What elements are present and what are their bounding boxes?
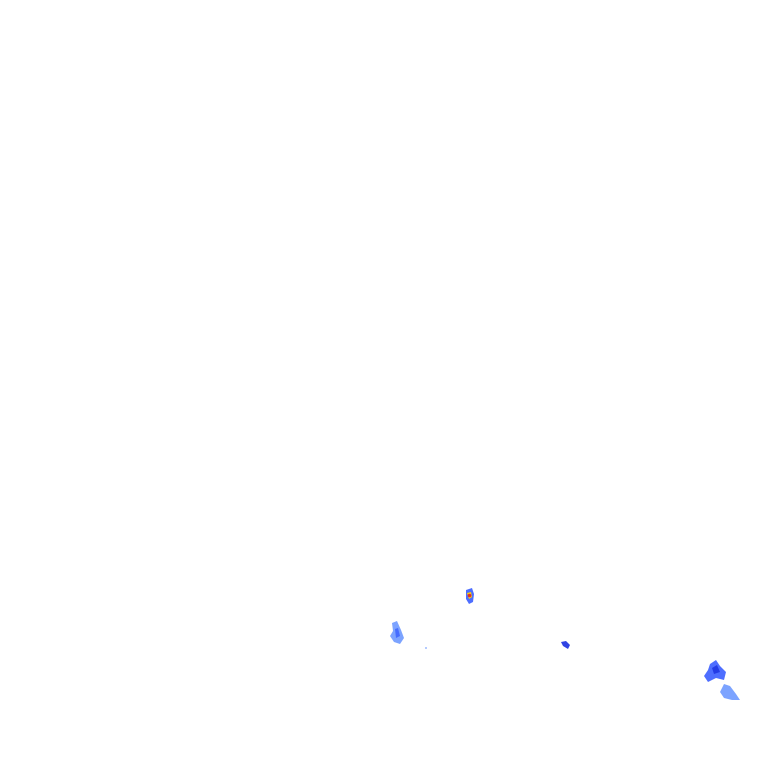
echo-speck xyxy=(425,647,427,649)
echo-cell-left xyxy=(390,621,404,644)
echo-cell-far-right-tail-shape xyxy=(720,684,740,700)
echo-cell-far-right xyxy=(704,660,726,682)
echo-cell-center-right-shape xyxy=(561,641,570,649)
echo-cell-center-small-core xyxy=(467,593,472,598)
echo-cell-left-inner xyxy=(395,628,400,638)
echo-cell-center-right xyxy=(561,641,570,649)
echo-cell-far-right-inner xyxy=(712,665,720,674)
echo-cell-center-small xyxy=(466,588,474,604)
echo-cell-far-right-tail xyxy=(720,684,740,700)
